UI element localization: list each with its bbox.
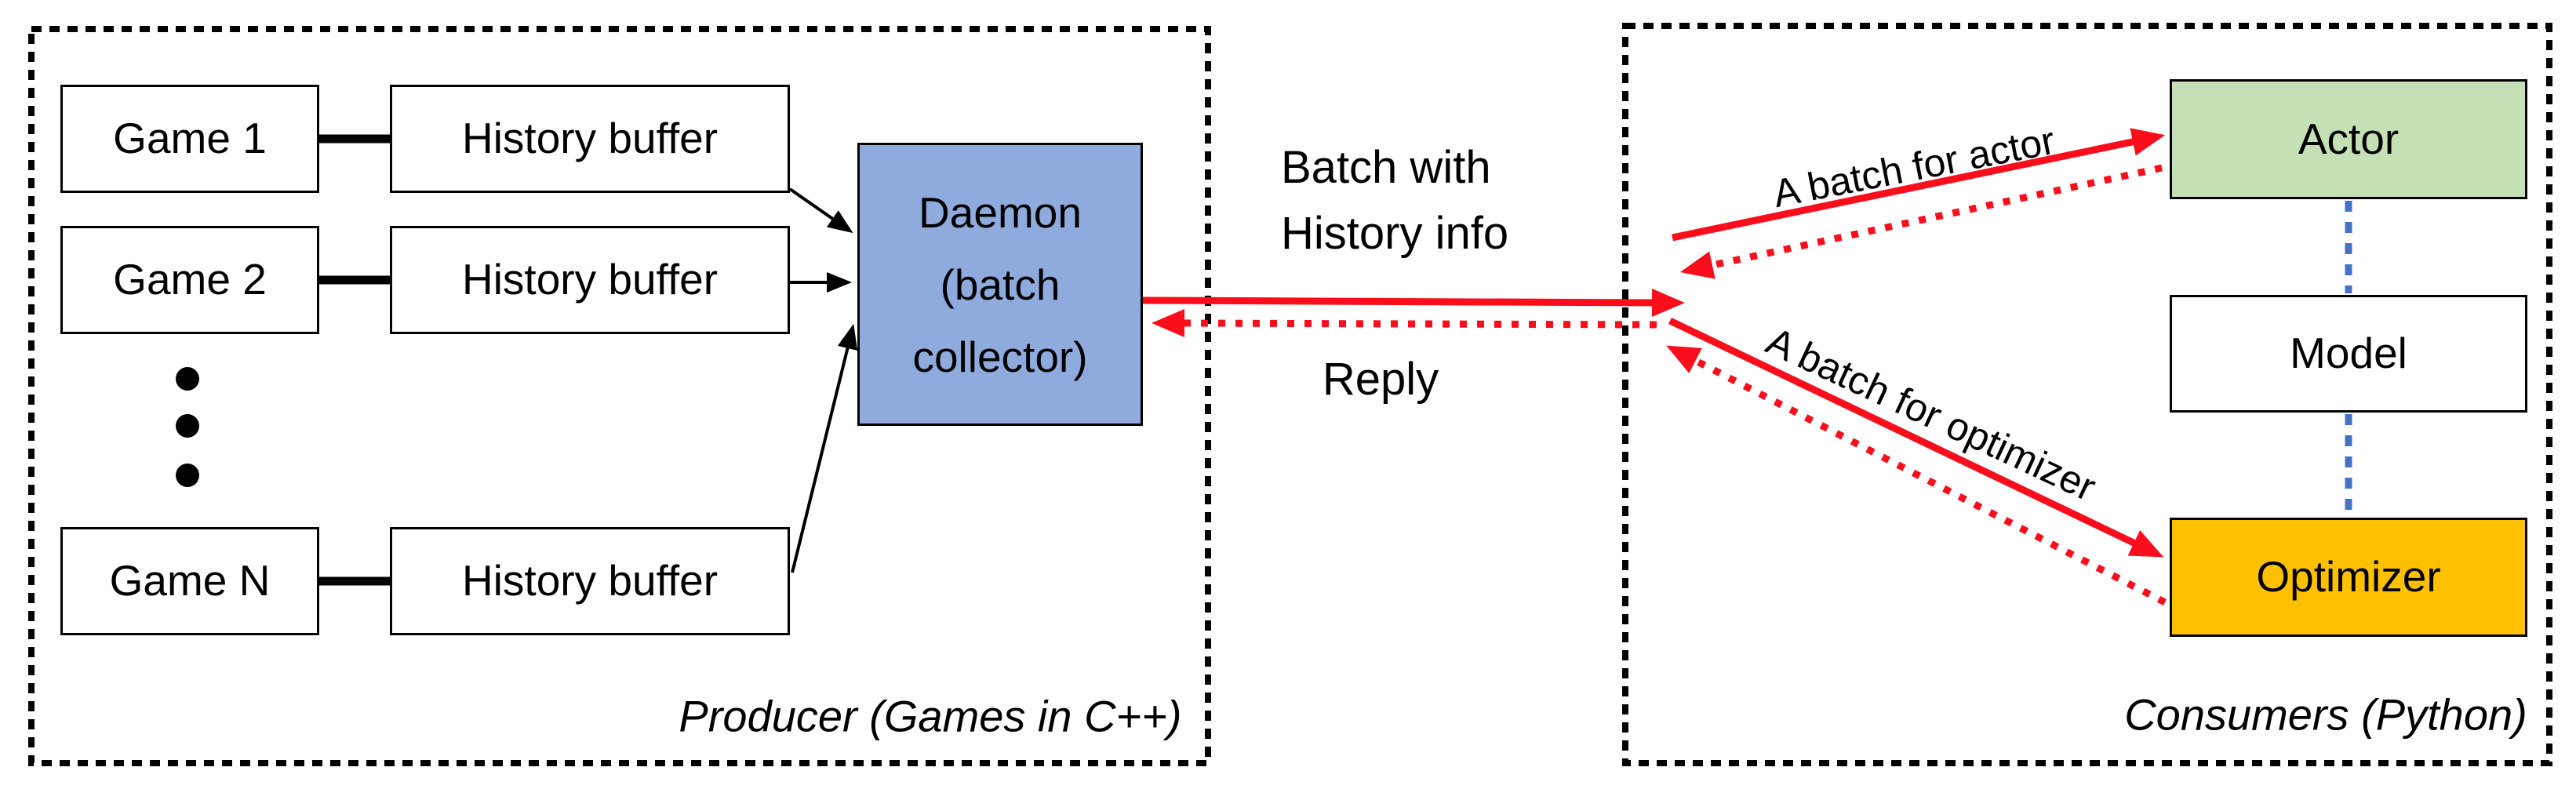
arrow-buffer1-daemon xyxy=(788,187,853,234)
history-buffer-2-box: History buffer xyxy=(390,226,790,334)
arrow-optimizer-return-dotted xyxy=(1666,345,2167,606)
arrow-bufferN-daemon xyxy=(791,323,858,573)
actor-box: Actor xyxy=(2170,79,2527,199)
arrow-reply-dotted xyxy=(1152,309,1657,338)
optimizer-box: Optimizer xyxy=(2170,518,2527,637)
arrow-batch-to-actor-solid xyxy=(1672,128,2166,242)
game-2-box: Game 2 xyxy=(60,226,319,334)
model-box: Model xyxy=(2170,295,2527,413)
ellipsis-dot-2 xyxy=(176,414,199,438)
daemon-batch-collector-box: Daemon (batch collector) xyxy=(857,143,1143,426)
arrow-actor-return-dotted xyxy=(1679,164,2163,279)
history-buffer-n-box: History buffer xyxy=(390,527,790,635)
consumers-region-label: Consumers (Python) xyxy=(2124,689,2527,740)
producer-region-border xyxy=(28,26,1211,766)
history-buffer-1-box: History buffer xyxy=(390,85,790,193)
producer-region-label: Producer (Games in C++) xyxy=(679,691,1182,741)
arrow-batch-request-solid xyxy=(1142,288,1685,317)
reply-label: Reply xyxy=(1322,354,1439,405)
ellipsis-dot-3 xyxy=(176,464,199,487)
ellipsis-dot-1 xyxy=(176,367,199,391)
game-1-box: Game 1 xyxy=(60,85,319,193)
game-n-box: Game N xyxy=(60,527,319,635)
batch-with-history-info-label: Batch with History info xyxy=(1281,142,1509,259)
arrow-batch-to-optimizer-solid xyxy=(1668,317,2164,558)
